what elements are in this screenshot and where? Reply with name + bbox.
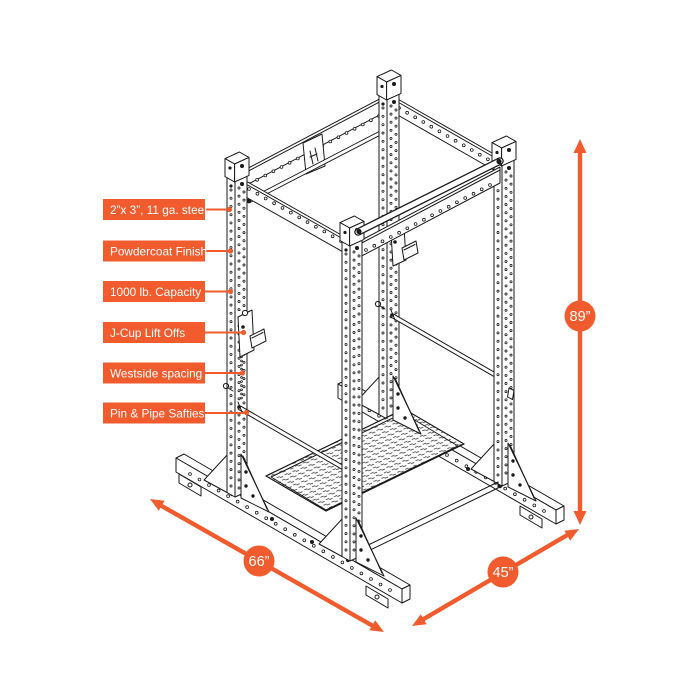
callout-pin-pipe-safeties: Pin & Pipe Safties <box>103 402 250 424</box>
bottom-crossbar-front <box>359 481 499 556</box>
callout-powdercoat: Powdercoat Finish <box>103 240 234 262</box>
gusset-rear <box>392 375 422 435</box>
pullup-bar-front <box>354 157 504 236</box>
top-beam-front <box>355 166 501 260</box>
callout-j-cup: J-Cup Lift Offs <box>103 322 247 343</box>
callout-label: Powdercoat Finish <box>110 244 207 258</box>
arrowhead-up <box>573 139 587 153</box>
callout-westside-spacing: Westside spacing <box>103 362 246 384</box>
dimension-value: 45” <box>493 565 514 581</box>
leader-dot <box>240 329 247 336</box>
band-peg-right <box>507 387 515 400</box>
arrowhead-downright <box>369 620 384 632</box>
callout-label: 1000 lb. Capacity <box>110 285 201 299</box>
dimension-badge <box>243 545 275 577</box>
leader-dot <box>226 206 233 213</box>
band-peg-left <box>222 382 230 390</box>
j-cup-left <box>237 309 267 358</box>
arrowhead-down <box>573 511 587 525</box>
callout-label: Westside spacing <box>110 366 202 380</box>
dimension-badge <box>487 556 519 588</box>
arrowhead-upleft <box>150 499 165 511</box>
leader-dot <box>239 370 246 376</box>
callout-label: 2”x 3”, 11 ga. steel <box>110 203 207 217</box>
dimension-height: 89” <box>564 139 596 525</box>
safety-pipe-left <box>237 401 357 477</box>
leader-dot <box>227 288 234 295</box>
dimension-value: 89” <box>570 309 591 325</box>
post-front <box>318 215 385 577</box>
post-left <box>203 151 250 498</box>
callout-capacity: 1000 lb. Capacity <box>103 281 234 302</box>
arrowhead-downleft <box>412 614 427 626</box>
dimension-badge <box>564 300 596 332</box>
leader-dot <box>243 409 250 416</box>
dimension-depth: 66” <box>150 499 384 632</box>
top-beam-left <box>236 175 353 258</box>
leader-dot <box>227 248 234 254</box>
post-right <box>470 135 537 502</box>
callout-steel-spec: 2”x 3”, 11 ga. steel <box>103 199 233 220</box>
callout-label: Pin & Pipe Safties <box>110 406 205 420</box>
callout-label: J-Cup Lift Offs <box>110 326 185 340</box>
safety-pipe-right <box>390 309 507 385</box>
diamond-plate <box>264 408 466 512</box>
arrowhead-upright <box>564 529 579 541</box>
dimension-value: 66” <box>249 554 270 570</box>
dimension-width: 45” <box>412 529 579 626</box>
gusset-left <box>240 453 270 513</box>
